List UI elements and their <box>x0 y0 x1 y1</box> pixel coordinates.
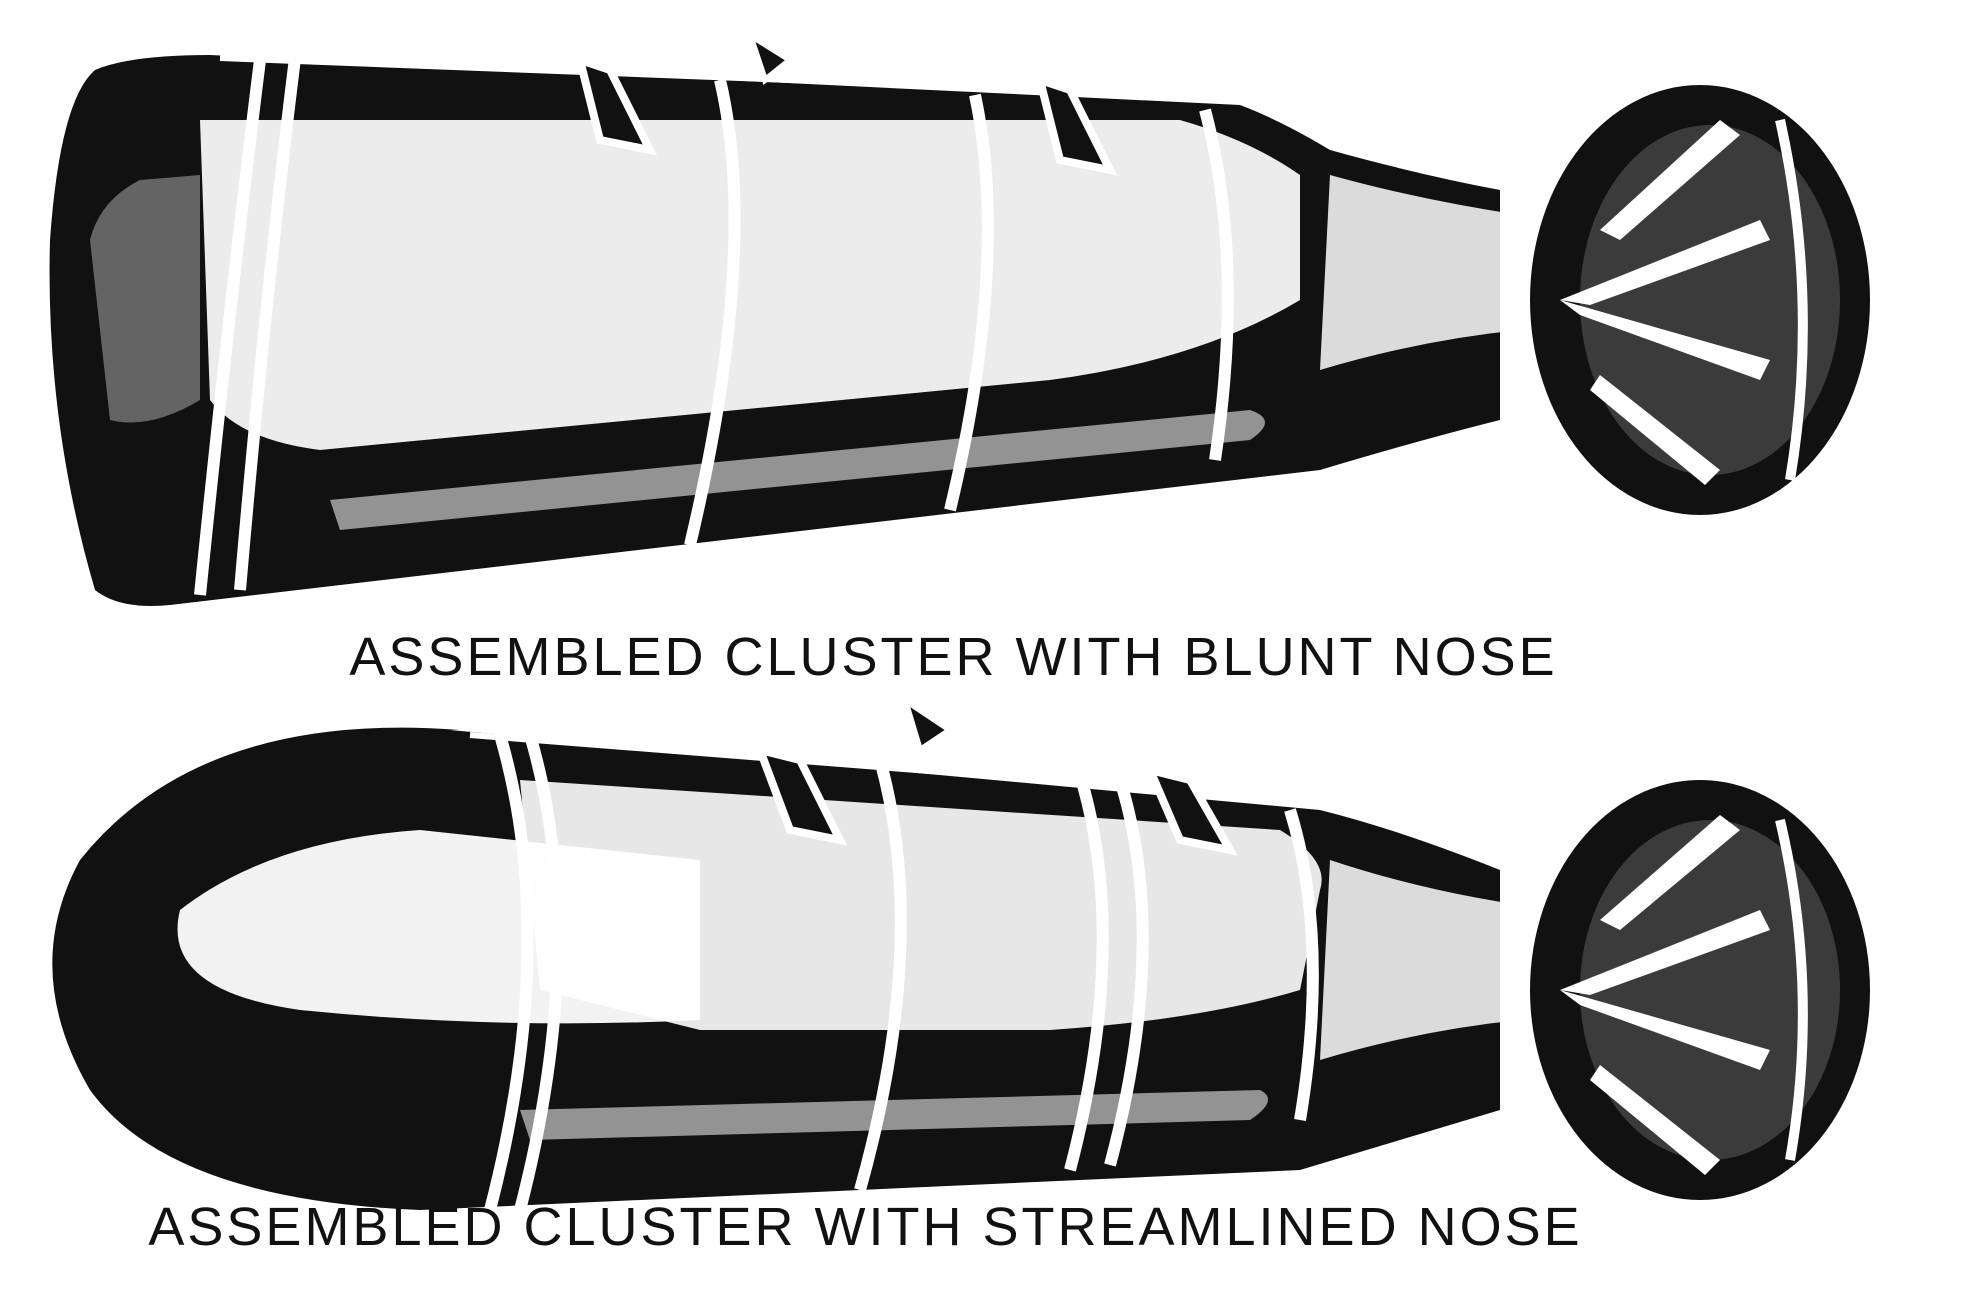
streamlined-nose-caption: ASSEMBLED CLUSTER WITH STREAMLINED NOSE <box>148 1197 1583 1257</box>
streamlined-nose-cluster-drawing <box>52 692 1870 1212</box>
blunt-nose-cluster-illustration <box>0 0 1967 620</box>
blunt-nose-caption: ASSEMBLED CLUSTER WITH BLUNT NOSE <box>349 627 1558 687</box>
streamlined-nose-cluster-illustration <box>0 690 1967 1250</box>
blunt-nose-cluster-drawing <box>49 28 1870 606</box>
